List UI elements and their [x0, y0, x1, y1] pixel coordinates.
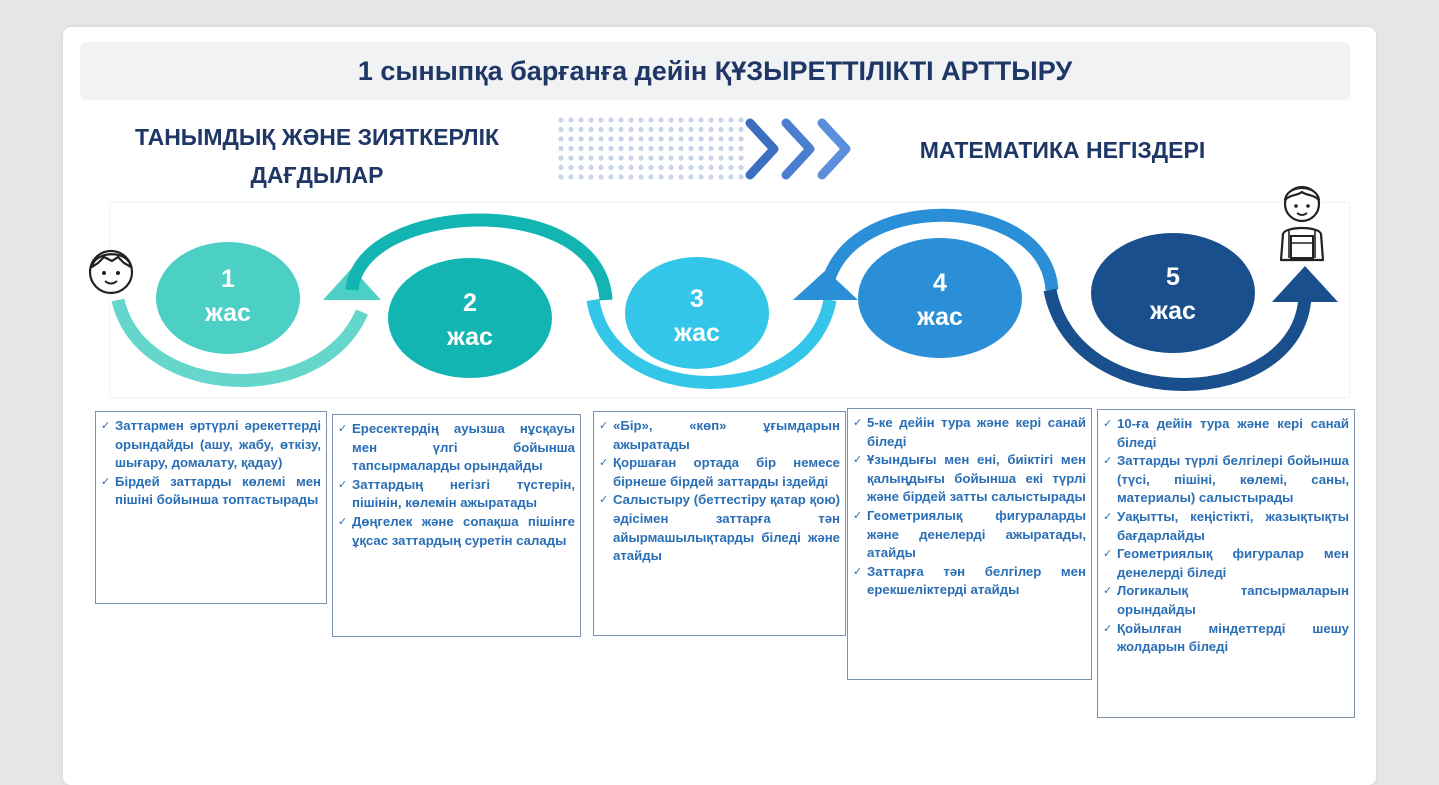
chevron-arrows-icon — [745, 118, 851, 180]
list-item: 10-ға дейін тура және кері санай біледі — [1103, 415, 1349, 452]
stage-4-circle — [858, 238, 1022, 358]
boy-face-icon — [88, 249, 134, 295]
heading-cognitive-skills: ТАНЫМДЫҚ ЖӘНЕ ЗИЯТКЕРЛІК ДАҒДЫЛАР — [97, 118, 537, 194]
heading-left-line2: ДАҒДЫЛАР — [250, 162, 384, 188]
list-item: Ересектердің ауызша нұсқауы мен үлгі бой… — [338, 420, 575, 476]
list-item: Заттардың негізгі түстерін, пішінін, көл… — [338, 476, 575, 513]
stage-2-skills-list: Ересектердің ауызша нұсқауы мен үлгі бой… — [338, 420, 575, 550]
list-item: Уақытты, кеңістікті, жазықтықты бағдарла… — [1103, 508, 1349, 545]
stage-4-skills-box: 5-ке дейін тура және кері санай біледі Ұ… — [847, 408, 1092, 680]
list-item: Қойылған міндеттерді шешу жолдарын білед… — [1103, 620, 1349, 657]
schoolboy-icon — [1279, 185, 1325, 262]
list-item: Бірдей заттарды көлемі мен пішіні бойынш… — [101, 473, 321, 510]
stage-2-circle — [388, 258, 552, 378]
stage-1-skills-box: Заттармен әртүрлі әрекеттерді орындайды … — [95, 411, 327, 604]
list-item: Геометриялық фигуралар мен денелерді біл… — [1103, 545, 1349, 582]
list-item: Заттармен әртүрлі әрекеттерді орындайды … — [101, 417, 321, 473]
list-item: Ұзындығы мен ені, биіктігі мен қалыңдығы… — [853, 451, 1086, 507]
heading-math-basics: МАТЕМАТИКА НЕГІЗДЕРІ — [919, 137, 1206, 163]
stage-5-skills-list: 10-ға дейін тура және кері санай біледі … — [1103, 415, 1349, 657]
stage-5-circle — [1091, 233, 1255, 353]
list-item: Заттарды түрлі белгілері бойынша (түсі, … — [1103, 452, 1349, 508]
list-item: 5-ке дейін тура және кері санай біледі — [853, 414, 1086, 451]
list-item: Заттарға тән белгілер мен ерекшеліктерді… — [853, 563, 1086, 600]
list-item: Салыстыру (беттестіру қатар қою) әдісіме… — [599, 491, 840, 565]
stage-5-skills-box: 10-ға дейін тура және кері санай біледі … — [1097, 409, 1355, 718]
list-item: «Бір», «көп» ұғымдарын ажыратады — [599, 417, 840, 454]
list-item: Дөңгелек және сопақша пішінге ұқсас затт… — [338, 513, 575, 550]
list-item: Қоршаған ортада бір немесе бірнеше бірде… — [599, 454, 840, 491]
page-title: 1 сыныпқа барғанға дейін ҚҰЗЫРЕТТІЛІКТІ … — [357, 55, 1073, 86]
stage-1-skills-list: Заттармен әртүрлі әрекеттерді орындайды … — [101, 417, 321, 510]
stage-3-skills-list: «Бір», «көп» ұғымдарын ажыратады Қоршаға… — [599, 417, 840, 566]
stage-4-skills-list: 5-ке дейін тура және кері санай біледі Ұ… — [853, 414, 1086, 600]
stage-1-circle — [156, 242, 300, 354]
stage-3-circle — [625, 257, 769, 369]
age-stages-diagram — [109, 201, 1351, 399]
title-bar: 1 сыныпқа барғанға дейін ҚҰЗЫРЕТТІЛІКТІ … — [80, 42, 1350, 100]
stage-3-skills-box: «Бір», «көп» ұғымдарын ажыратады Қоршаға… — [593, 411, 846, 636]
list-item: Логикалық тапсырмаларын орындайды — [1103, 582, 1349, 619]
dotted-grid-icon — [558, 117, 744, 180]
stage-2-skills-box: Ересектердің ауызша нұсқауы мен үлгі бой… — [332, 414, 581, 637]
heading-left-line1: ТАНЫМДЫҚ ЖӘНЕ ЗИЯТКЕРЛІК — [134, 124, 499, 150]
list-item: Геометриялық фигураларды және денелерді … — [853, 507, 1086, 563]
